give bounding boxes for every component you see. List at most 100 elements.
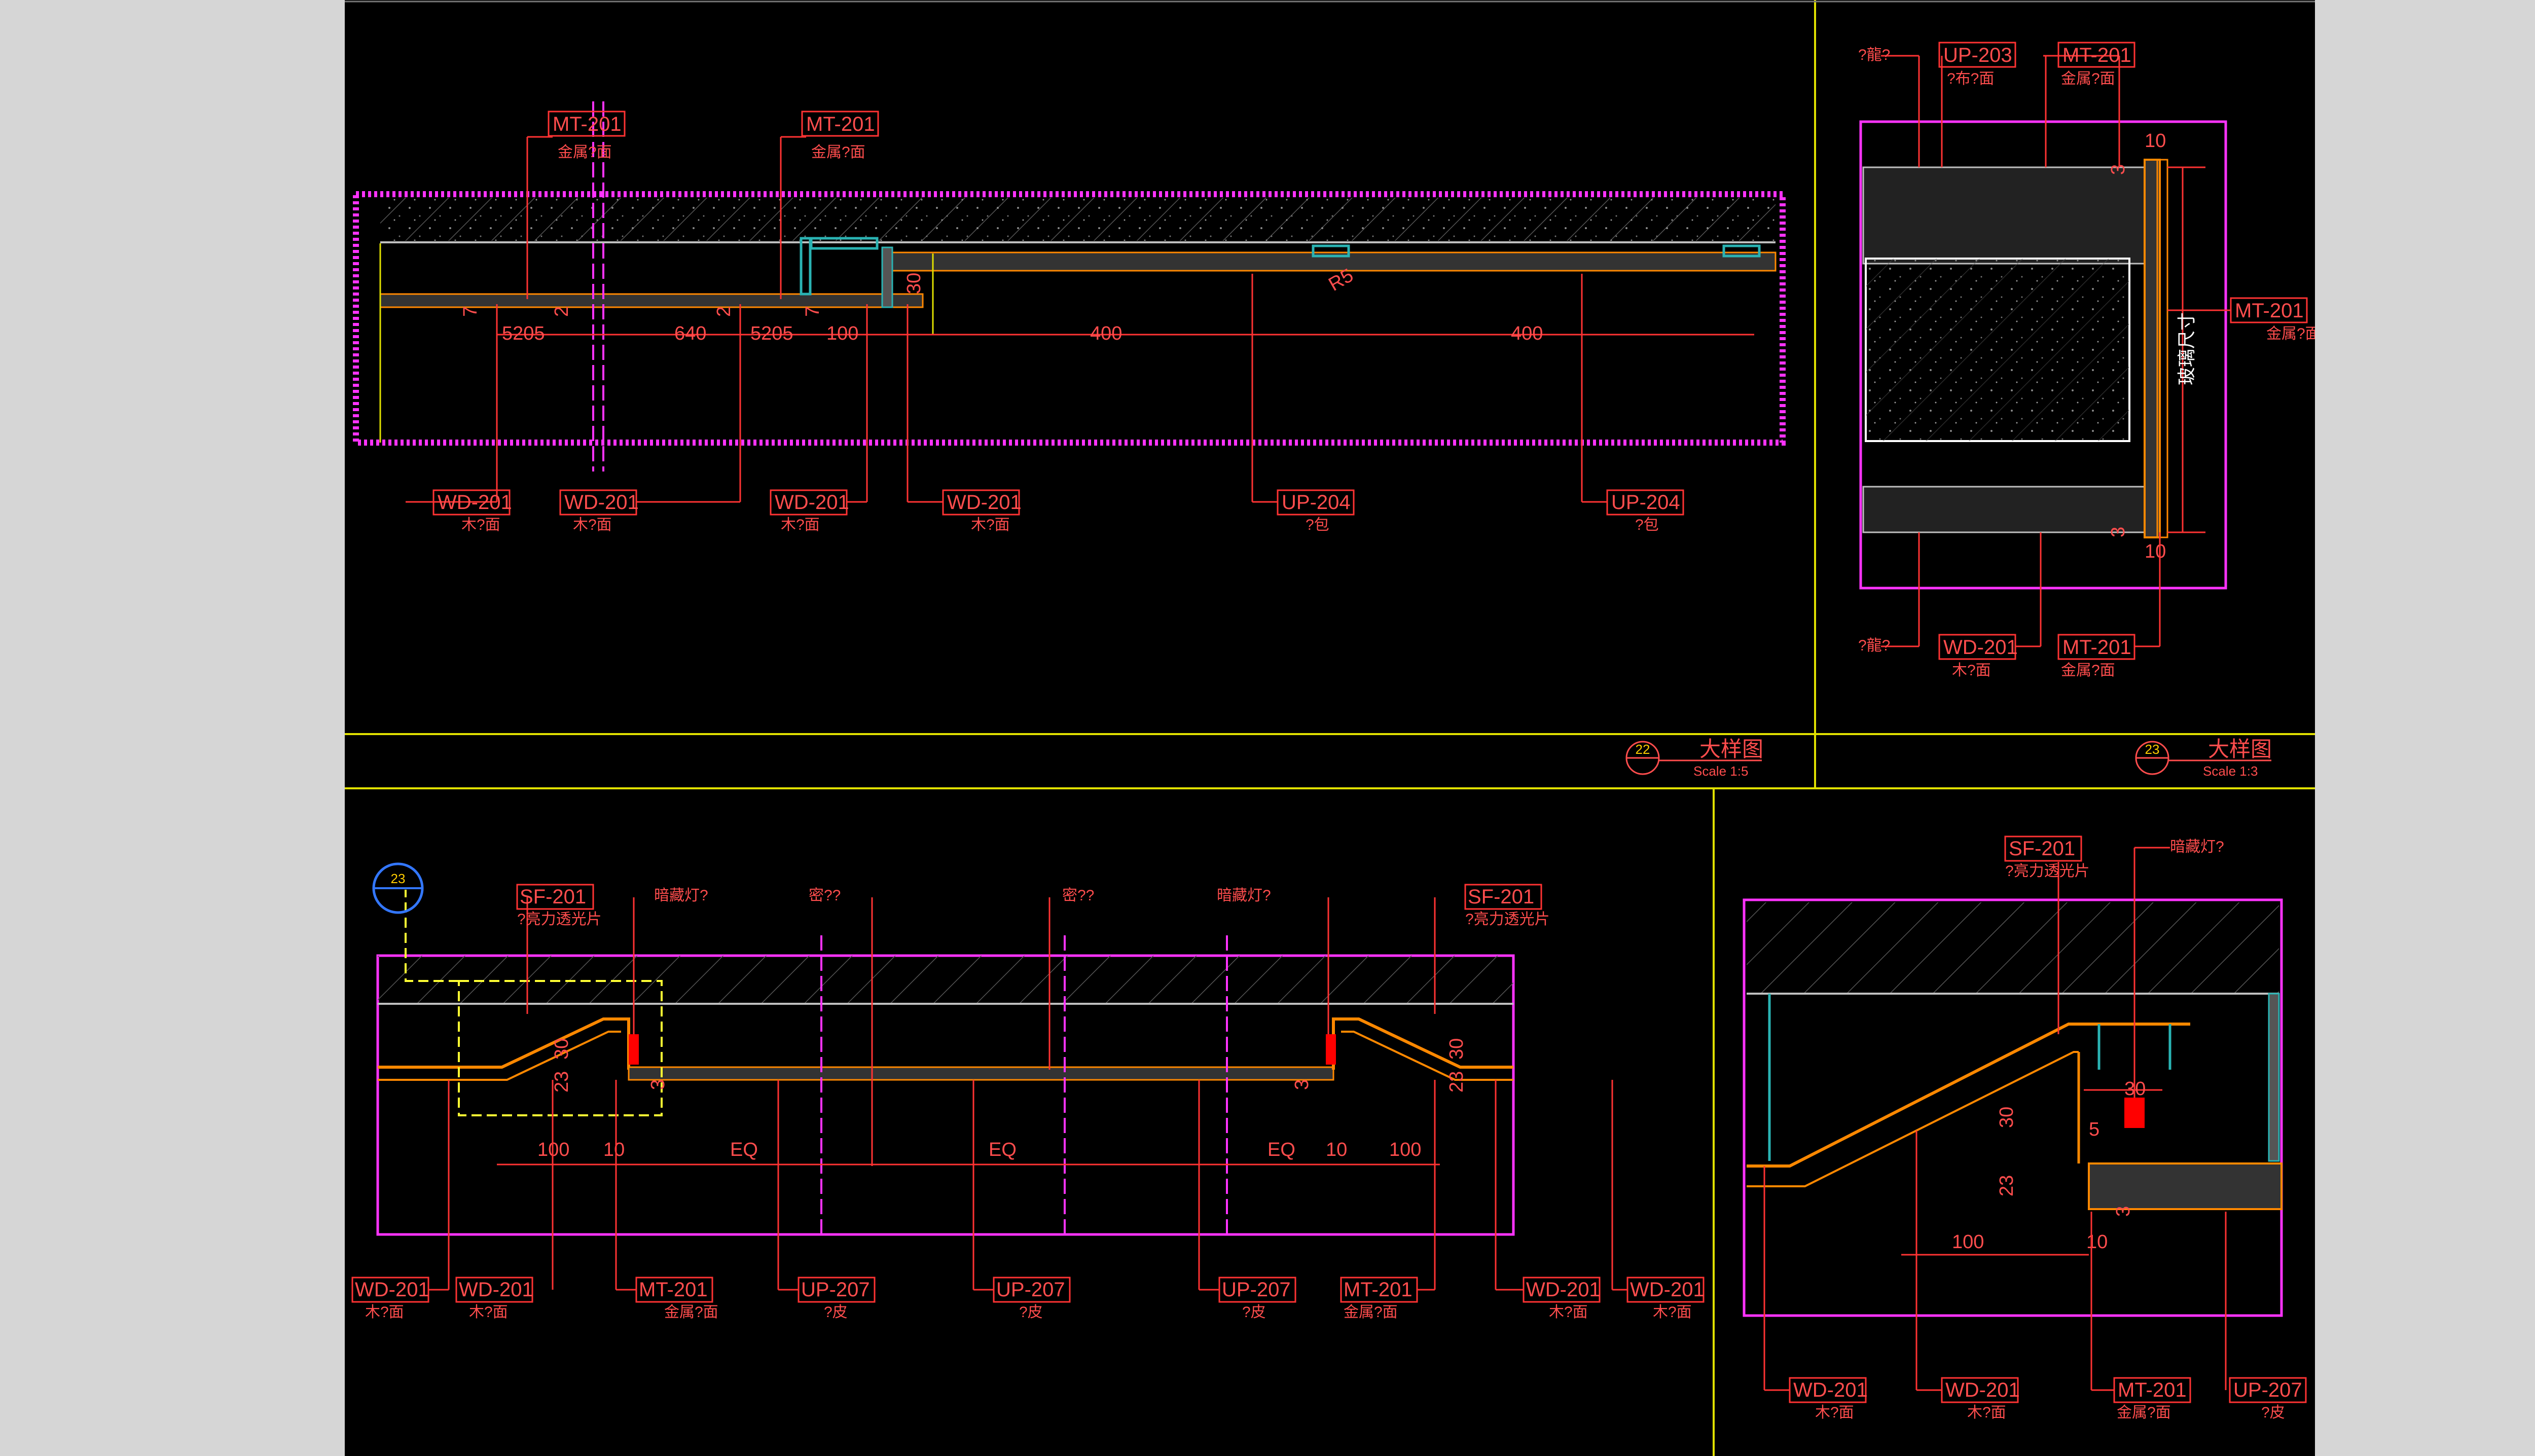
tag-wd201-a-code: WD-201 (438, 491, 512, 514)
tag-seam-a: 密?? (809, 887, 841, 904)
dim-5205-a: 5205 (502, 323, 545, 344)
dim-bl-30-a: 30 (551, 1038, 572, 1060)
tag-keel-top-desc: ?龍? (1858, 47, 1890, 63)
tag-bl-wd201-b-desc: 木?面 (469, 1304, 508, 1321)
tag-wd201-a-desc: 木?面 (461, 517, 500, 533)
tag-bl-up207-b-code: UP-207 (996, 1279, 1065, 1301)
detail-bottom-left[interactable]: 23 100 10 EQ EQ EQ 10 100 23 30 23 30 3 … (351, 862, 1705, 1321)
tag-bl-up207-a-desc: ?皮 (824, 1304, 848, 1321)
tag-bl-mt201-a-desc: 金属?面 (664, 1304, 718, 1321)
dim-bl-30-b: 30 (1446, 1038, 1467, 1060)
dim-2-b: 2 (713, 306, 735, 317)
tag-wd201-c-desc: 木?面 (781, 517, 820, 533)
tag-up204-a-code: UP-204 (1282, 491, 1351, 514)
dim-bl-eq-b: EQ (989, 1139, 1017, 1160)
dim-br-5: 5 (2089, 1119, 2099, 1140)
tag-mt201-br-code: MT-201 (2062, 636, 2131, 659)
dim-br-3: 3 (2113, 1206, 2134, 1217)
glass-size-label: 玻璃尺寸 (2176, 312, 2197, 385)
dim-br-100: 100 (1952, 1231, 1984, 1253)
cad-drawing: 22 大样图 Scale 1:5 23 大样图 Scale 1:3 (345, 0, 2315, 1456)
tag-sf201-a-desc: ?亮力透光片 (517, 911, 602, 928)
tag-mt201-br-desc: 金属?面 (2061, 662, 2115, 679)
dim-5205-b: 5205 (750, 323, 793, 344)
dim-bl-100-a: 100 (537, 1139, 569, 1160)
detail-top-right[interactable]: 玻璃尺寸 10 10 3 3 ?龍? UP-203 ?布?面 MT-201 金属… (1858, 42, 2315, 679)
tag-br-wd201-b-code: WD-201 (1945, 1379, 2020, 1401)
tag-bl-up207-c-desc: ?皮 (1242, 1304, 1266, 1321)
detail-22-number: 22 (1636, 742, 1650, 757)
tag-wd201-tr-code: WD-201 (1943, 636, 2018, 659)
tag-bl-wd201-c-code: WD-201 (1526, 1279, 1601, 1301)
dim-br-10: 10 (2086, 1231, 2108, 1253)
tag-bl-up207-b-desc: ?皮 (1019, 1304, 1043, 1321)
tag-mt201-b[interactable]: MT-201 金属?面 (780, 111, 879, 299)
tag-hidden-light-b: 暗藏灯? (1217, 887, 1271, 904)
tag-bl-wd201-b-code: WD-201 (459, 1279, 533, 1301)
dim-br-30-b: 30 (1996, 1107, 2017, 1128)
tag-bl-up207-a-code: UP-207 (801, 1279, 870, 1301)
tag-up203-desc: ?布?面 (1947, 70, 1994, 87)
tag-wd201-c-code: WD-201 (775, 491, 849, 514)
tag-br-hidden-light: 暗藏灯? (2170, 839, 2224, 855)
tag-hidden-light-a: 暗藏灯? (654, 887, 708, 904)
dim-10-bottom: 10 (2145, 541, 2166, 562)
dim-bl-23-a: 23 (551, 1071, 572, 1093)
tag-bl-up207-c-code: UP-207 (1222, 1279, 1291, 1301)
dim-bl-23-b: 23 (1446, 1071, 1467, 1093)
dim-640: 640 (674, 323, 706, 344)
tag-wd201-d-code: WD-201 (947, 491, 1022, 514)
dim-bl-100-b: 100 (1389, 1139, 1421, 1160)
dim-bl-eq-a: EQ (730, 1139, 758, 1160)
tag-mt201-a-desc: 金属?面 (558, 144, 612, 161)
cad-viewport[interactable]: 22 大样图 Scale 1:5 23 大样图 Scale 1:3 (345, 0, 2315, 1456)
tag-up204-a-desc: ?包 (1306, 517, 1329, 533)
detail-top-left[interactable]: 5205 640 5205 100 400 400 30 7 2 2 7 R5 … (353, 101, 1786, 533)
tag-up204-b-desc: ?包 (1635, 517, 1659, 533)
tag-up203-code: UP-203 (1943, 44, 2012, 66)
tag-br-wd201-a-code: WD-201 (1793, 1379, 1868, 1401)
title-block-23: 23 大样图 Scale 1:3 (2135, 737, 2272, 779)
dim-bl-10-b: 10 (1326, 1139, 1347, 1160)
sheet-frame (345, 0, 2315, 1456)
tag-wd201-tr-desc: 木?面 (1952, 662, 1991, 679)
detail-bottom-right[interactable]: 30 30 5 23 100 10 3 SF-201 ?亮力透光片 暗藏灯? W… (1743, 835, 2307, 1421)
dim-10-top: 10 (2145, 130, 2166, 152)
tag-bl-wd201-a-code: WD-201 (355, 1279, 429, 1301)
tag-wd201-b-code: WD-201 (564, 491, 639, 514)
tags-bottom-bottom-left[interactable]: WD-201 木?面 WD-201 木?面 MT-201 金属?面 UP-207… (351, 1080, 1705, 1321)
dim-7-a: 7 (460, 306, 481, 317)
tag-br-mt201-code: MT-201 (2118, 1379, 2187, 1401)
tag-mt201-tr-code: MT-201 (2062, 44, 2131, 66)
tag-sf201-b-desc: ?亮力透光片 (1465, 911, 1550, 928)
tag-sf201-b-code: SF-201 (1468, 886, 1534, 908)
tag-br-mt201-desc: 金属?面 (2117, 1404, 2171, 1421)
detail-22-scale: Scale 1:5 (1693, 763, 1748, 779)
dim-bl-10-a: 10 (603, 1139, 625, 1160)
dim-bl-3-a: 3 (647, 1079, 669, 1090)
callout-number: 23 (391, 871, 406, 886)
tag-bl-wd201-a-desc: 木?面 (365, 1304, 404, 1321)
tag-mt201-right-code: MT-201 (2235, 300, 2304, 322)
detail-23-number: 23 (2145, 742, 2160, 757)
dim-2-a: 2 (551, 306, 572, 317)
tag-mt201-a[interactable]: MT-201 金属?面 (526, 111, 626, 299)
tag-br-sf201-desc: ?亮力透光片 (2005, 863, 2090, 880)
tag-mt201-b-code: MT-201 (806, 113, 875, 135)
tags-bottom-top-left[interactable]: WD-201 木?面 WD-201 木?面 WD-201 木?面 WD-201 … (406, 489, 1684, 533)
tag-mt201-b-desc: 金属?面 (811, 144, 865, 161)
tag-seam-b: 密?? (1062, 887, 1094, 904)
title-block-22: 22 大样图 Scale 1:5 (1625, 737, 1763, 779)
dim-100: 100 (826, 323, 858, 344)
tag-br-wd201-b-desc: 木?面 (1967, 1404, 2006, 1421)
dim-bl-3-b: 3 (1291, 1079, 1313, 1090)
tag-sf201-a-code: SF-201 (520, 886, 586, 908)
tag-bl-wd201-d-desc: 木?面 (1653, 1304, 1692, 1321)
dim-30: 30 (903, 273, 925, 294)
tag-wd201-b-desc: 木?面 (573, 517, 612, 533)
tag-mt201-a-code: MT-201 (553, 113, 622, 135)
tag-bl-wd201-c-desc: 木?面 (1549, 1304, 1588, 1321)
tag-keel-bottom-desc: ?龍? (1858, 637, 1890, 654)
detail-23-scale: Scale 1:3 (2203, 763, 2258, 779)
dim-400-b: 400 (1511, 323, 1543, 344)
